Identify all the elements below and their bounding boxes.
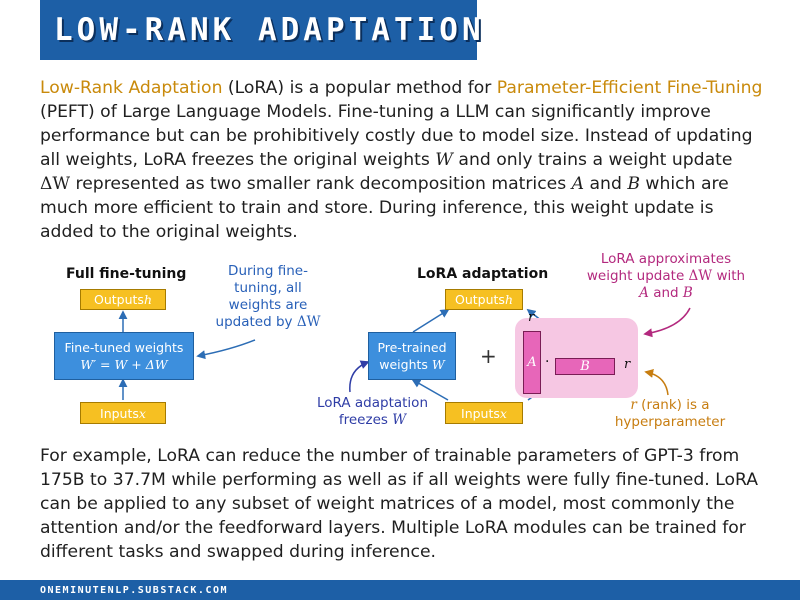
var-delta-w: ΔW xyxy=(40,174,71,194)
full-inputs-label: Inputs xyxy=(100,405,139,421)
rank-note: r (rank) is a hyperparameter xyxy=(604,397,736,431)
footer-url: ONEMINUTENLP.SUBSTACK.COM xyxy=(40,584,229,596)
freeze-text: LoRA adaptation freezes xyxy=(316,395,428,428)
lora-inputs-box: Inputs x xyxy=(445,402,523,424)
lora-arrow-weights-out xyxy=(412,309,450,333)
full-box-line2: W′ = W + ΔW xyxy=(80,357,168,372)
lora-box-line2: weights xyxy=(379,357,432,372)
full-inputs-var: x xyxy=(138,405,146,421)
full-outputs-var: h xyxy=(143,292,152,307)
full-note-var: ΔW xyxy=(296,314,321,330)
full-note-text: During fine-tuning, all weights are upda… xyxy=(215,263,308,330)
lora-outputs-box: Outputs h xyxy=(445,289,523,310)
intro-text-4: represented as two smaller rank decompos… xyxy=(70,174,572,194)
full-outputs-label: Outputs xyxy=(94,292,144,307)
full-finetuning-note: During fine-tuning, all weights are upda… xyxy=(208,263,328,331)
intro-text-1: (LoRA) is a popular method for xyxy=(222,78,497,98)
title-banner: LOW-RANK ADAPTATION xyxy=(40,0,481,60)
rank-var: r xyxy=(630,397,637,413)
plus-sign: + xyxy=(480,344,497,368)
lora-box-var: W xyxy=(431,357,445,372)
peft-term: Parameter-Efficient Fine-Tuning xyxy=(496,78,763,98)
approx-var1: ΔW xyxy=(688,268,713,284)
lora-heading: LoRA adaptation xyxy=(417,266,549,282)
lora-arrow-input-weights xyxy=(411,379,449,401)
full-finetuning-heading: Full fine-tuning xyxy=(66,266,187,282)
freeze-note: LoRA adaptation freezes W xyxy=(300,395,445,429)
lora-outputs-label: Outputs xyxy=(455,292,505,307)
intro-text-2: (PEFT) of Large Language Models. Fine-tu… xyxy=(40,102,753,170)
freeze-var: W xyxy=(392,412,407,428)
var-a: A xyxy=(571,174,585,194)
approx-text1: LoRA approximates weight update xyxy=(586,251,732,284)
rank-arrow xyxy=(644,369,669,396)
lora-inputs-label: Inputs xyxy=(461,405,500,421)
matrix-dot: · xyxy=(545,354,550,370)
approx-arrow xyxy=(643,307,691,338)
approx-var2: A xyxy=(639,285,649,301)
full-finetuned-weights-box: Fine-tuned weights W′ = W + ΔW xyxy=(54,332,194,380)
freeze-arrow xyxy=(349,360,370,393)
full-inputs-box: Inputs x xyxy=(80,402,166,424)
approx-note: LoRA approximates weight update ΔW with … xyxy=(586,251,746,302)
approx-text2: with xyxy=(712,268,746,284)
approx-var3: B xyxy=(682,285,693,301)
full-box-line1: Fine-tuned weights xyxy=(64,340,184,355)
full-note-arrow xyxy=(196,339,256,360)
lora-inputs-var: x xyxy=(499,405,507,421)
approx-text3: and xyxy=(648,285,683,301)
lora-outputs-var: h xyxy=(504,292,513,307)
r-label-top: r xyxy=(528,310,535,325)
example-paragraph: For example, LoRA can reduce the number … xyxy=(40,446,759,562)
matrix-b: B xyxy=(555,358,615,375)
rank-text: (rank) is a hyperparameter xyxy=(614,397,726,430)
intro-paragraph: Low-Rank Adaptation (LoRA) is a popular … xyxy=(40,76,766,244)
page-title: LOW-RANK ADAPTATION xyxy=(54,12,485,48)
full-outputs-box: Outputs h xyxy=(80,289,166,310)
pretrained-weights-box: Pre-trained weights W xyxy=(368,332,456,380)
r-label-right: r xyxy=(624,357,631,372)
matrix-a: A xyxy=(523,331,541,394)
lora-term: Low-Rank Adaptation xyxy=(40,78,223,98)
intro-text-6: which are much more efficient to train a… xyxy=(40,174,729,242)
intro-text-5: and xyxy=(584,174,628,194)
var-b: B xyxy=(627,174,640,194)
intro-text-3: and only trains a weight update xyxy=(452,150,733,170)
var-w: W xyxy=(435,150,453,170)
footer-bar: ONEMINUTENLP.SUBSTACK.COM xyxy=(0,580,800,600)
lora-box-line1: Pre-trained xyxy=(377,340,447,355)
lora-diagram: Full fine-tuning Outputs h Fine-tuned we… xyxy=(0,250,800,440)
